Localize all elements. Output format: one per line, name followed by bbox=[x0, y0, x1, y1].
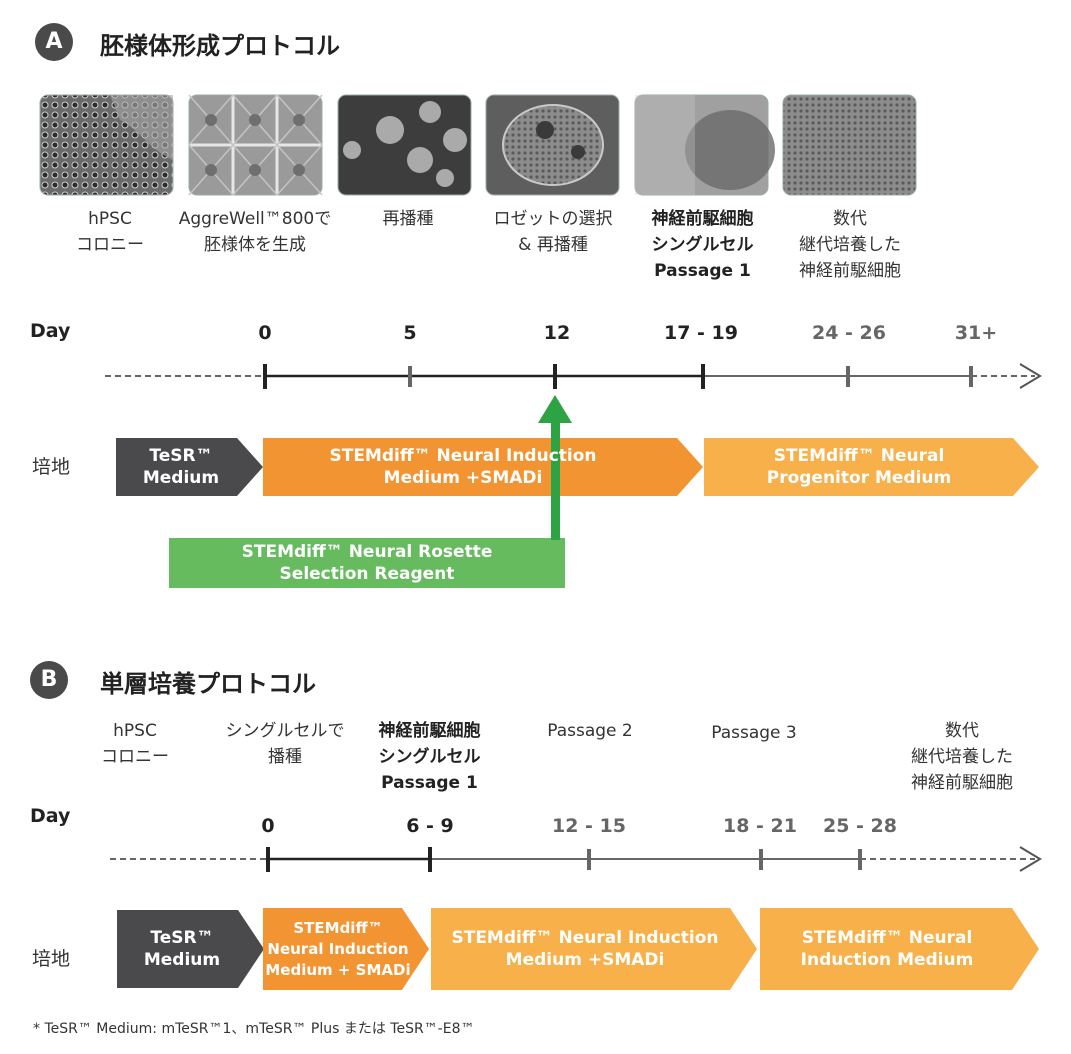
media-arrow-neural-induction-b1 bbox=[263, 908, 429, 990]
section-a-title: 胚様体形成プロトコル bbox=[100, 32, 340, 60]
caption-a-3: 再播種 bbox=[382, 209, 434, 229]
media-arrow-neural-induction-b3 bbox=[760, 908, 1039, 990]
tick-b-2: 12 - 15 bbox=[552, 815, 626, 837]
tick-a-3: 17 - 19 bbox=[664, 322, 738, 344]
media-arrow-tesr-b bbox=[117, 910, 264, 988]
thumbnail-npc-single-cell bbox=[634, 94, 775, 196]
day-label-a: Day bbox=[30, 320, 71, 342]
caption-b-4: Passage 2 bbox=[547, 721, 633, 741]
media-arrow-tesr-a bbox=[116, 438, 263, 496]
media-arrow-neural-induction-b2 bbox=[431, 908, 757, 990]
caption-b-2: シングルセルで播種 bbox=[225, 721, 345, 767]
timeline-a bbox=[105, 363, 1042, 389]
media-text-neural-induction-b1: STEMdiff™ Neural Induction Medium + SMAD… bbox=[265, 918, 411, 979]
tick-a-4: 24 - 26 bbox=[812, 322, 886, 344]
media-text-neural-induction-a: STEMdiff™ Neural Induction Medium +SMADi bbox=[329, 446, 597, 488]
caption-a-4: ロゼットの選択& 再播種 bbox=[493, 209, 613, 255]
media-text-progenitor-a: STEMdiff™ Neural Progenitor Medium bbox=[766, 446, 952, 488]
thumbnail-hpsc-colony bbox=[39, 94, 174, 196]
media-text-neural-induction-b2: STEMdiff™ Neural Induction Medium +SMADi bbox=[451, 928, 719, 970]
tick-b-3: 18 - 21 bbox=[723, 815, 797, 837]
tick-a-2: 12 bbox=[543, 322, 571, 344]
caption-a-6: 数代継代培養した神経前駆細胞 bbox=[799, 209, 901, 281]
day-label-b: Day bbox=[30, 805, 71, 827]
thumbnail-passaged-npc bbox=[782, 94, 917, 196]
section-b-badge: B bbox=[30, 661, 68, 699]
tick-b-4: 25 - 28 bbox=[823, 815, 897, 837]
rosette-green-arrow bbox=[538, 395, 572, 540]
media-text-neural-induction-b3: STEMdiff™ Neural Induction Medium bbox=[800, 928, 974, 970]
media-arrow-neural-induction-a bbox=[263, 438, 703, 496]
caption-a-2: AggreWell™800で胚様体を生成 bbox=[178, 209, 332, 255]
tick-b-1: 6 - 9 bbox=[406, 815, 454, 837]
section-b-title: 単層培養プロトコル bbox=[100, 670, 316, 698]
media-text-tesr-a: TeSR™ Medium bbox=[142, 446, 220, 488]
thumbnail-replating bbox=[337, 94, 472, 196]
medium-label-b: 培地 bbox=[32, 948, 71, 970]
caption-b-5: Passage 3 bbox=[711, 723, 797, 743]
footnote: * TeSR™ Medium: mTeSR™1、mTeSR™ Plus または … bbox=[33, 1021, 475, 1037]
tick-a-5: 31+ bbox=[954, 322, 998, 344]
rosette-reagent-box bbox=[169, 538, 565, 588]
timeline-b bbox=[110, 846, 1042, 872]
caption-b-6: 数代継代培養した神経前駆細胞 bbox=[911, 721, 1013, 793]
rosette-reagent-text: STEMdiff™ Neural Rosette Selection Reage… bbox=[241, 542, 493, 584]
tick-b-0: 0 bbox=[261, 815, 275, 837]
tick-a-0: 0 bbox=[258, 322, 272, 344]
medium-label-a: 培地 bbox=[32, 456, 71, 478]
thumbnail-aggrewell bbox=[188, 94, 323, 196]
tick-a-1: 5 bbox=[403, 322, 417, 344]
thumbnail-rosette-selection bbox=[485, 94, 620, 196]
media-text-tesr-b: TeSR™ Medium bbox=[143, 928, 221, 970]
section-a-badge: A bbox=[35, 23, 73, 61]
media-arrow-progenitor-a bbox=[704, 438, 1039, 496]
